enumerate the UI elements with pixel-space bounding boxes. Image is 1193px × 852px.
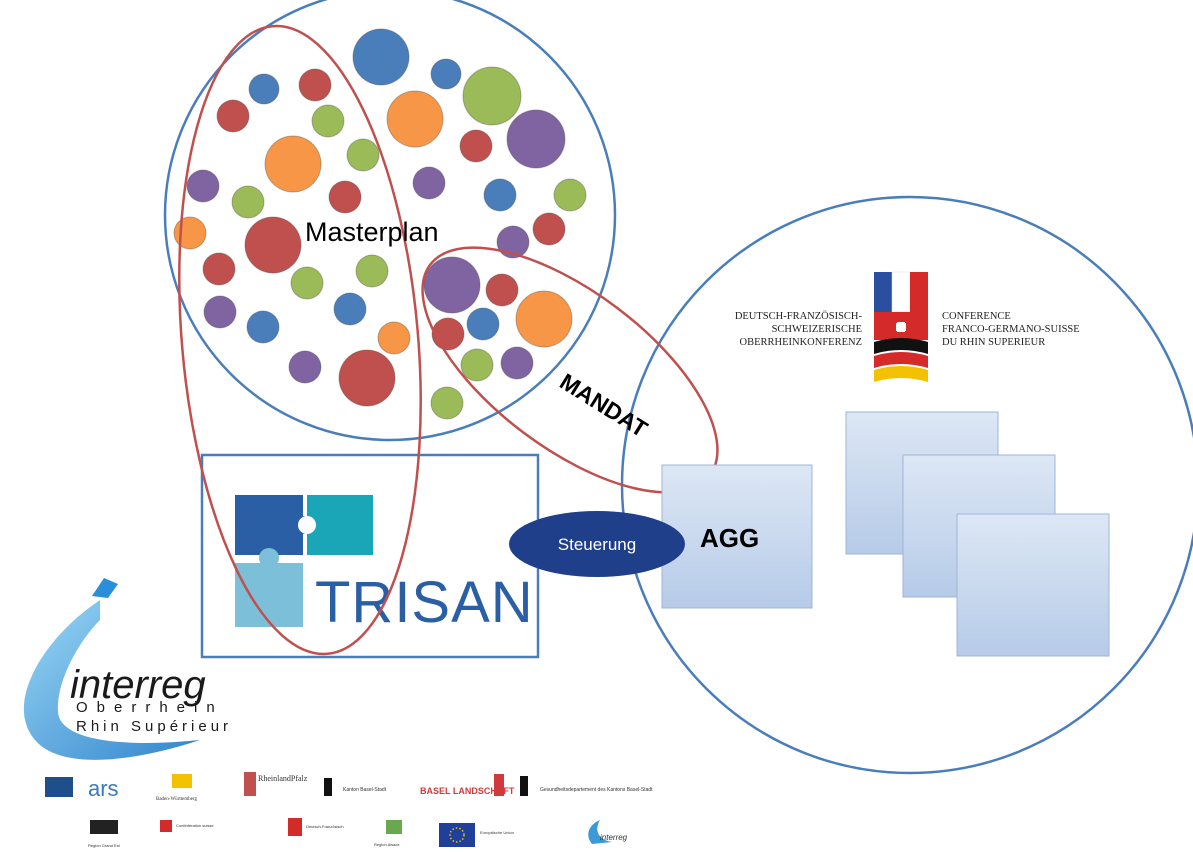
svg-text:Baden-Württemberg: Baden-Württemberg bbox=[156, 797, 198, 802]
masterplan-pool-circle bbox=[163, 0, 617, 442]
bubble bbox=[216, 99, 250, 133]
interreg-line-2: Rhin Supérieur bbox=[76, 718, 232, 735]
bubble bbox=[483, 178, 517, 212]
bubble bbox=[462, 66, 522, 126]
bubble bbox=[460, 348, 494, 382]
svg-text:Confédération suisse: Confédération suisse bbox=[176, 823, 214, 828]
bubble bbox=[248, 73, 280, 105]
conference-fr-line-3: DU RHIN SUPERIEUR bbox=[942, 337, 1045, 348]
bubble bbox=[333, 292, 367, 326]
bubble bbox=[298, 68, 332, 102]
svg-text:BASEL LANDSCHAFT: BASEL LANDSCHAFT bbox=[420, 786, 515, 796]
trisan-wordmark: TRISAN bbox=[315, 570, 534, 635]
partner-logo-dfk: Deutsch-Französisch bbox=[288, 818, 344, 836]
bubble bbox=[500, 346, 534, 380]
bubble bbox=[459, 129, 493, 163]
bubble bbox=[338, 349, 396, 407]
agg-label: AGG bbox=[700, 523, 759, 553]
partner-logo-bl: BASEL LANDSCHAFT bbox=[420, 774, 515, 796]
interreg-line-1: Oberrhein bbox=[76, 699, 224, 716]
svg-text:Kanton Basel-Stadt: Kanton Basel-Stadt bbox=[343, 787, 387, 793]
bubble bbox=[485, 273, 519, 307]
bubble bbox=[430, 58, 462, 90]
bubble bbox=[244, 216, 302, 274]
bubble bbox=[288, 350, 322, 384]
partner-logo-flag-1 bbox=[45, 777, 73, 797]
bubble bbox=[202, 252, 236, 286]
bubble bbox=[311, 104, 345, 138]
bubble bbox=[173, 216, 207, 250]
bubble bbox=[553, 178, 587, 212]
bubble bbox=[355, 254, 389, 288]
bubble-cluster bbox=[173, 28, 587, 420]
bubble bbox=[496, 225, 530, 259]
partner-logos-row-1: ars Baden-Württemberg RheinlandPfalz Kan… bbox=[45, 772, 653, 802]
bubble bbox=[430, 386, 464, 420]
bubble bbox=[328, 180, 362, 214]
bubble bbox=[532, 212, 566, 246]
svg-text:Region Alsace: Region Alsace bbox=[374, 842, 400, 847]
bubble bbox=[423, 256, 481, 314]
svg-text:Deutsch-Französisch: Deutsch-Französisch bbox=[306, 824, 344, 829]
partner-logo-interreg-small: interreg bbox=[588, 820, 628, 844]
partner-logo-grand-est: Région Grand Est bbox=[88, 820, 121, 848]
partner-logo-alsace: Region Alsace bbox=[374, 820, 402, 847]
svg-text:Région Grand Est: Région Grand Est bbox=[88, 843, 121, 848]
partner-logo-rlp: RheinlandPfalz bbox=[244, 772, 308, 796]
bubble bbox=[290, 266, 324, 300]
bubble bbox=[412, 166, 446, 200]
agg-box bbox=[661, 464, 813, 609]
conference-de-line-1: DEUTSCH-FRANZÖSISCH- bbox=[735, 310, 863, 322]
masterplan-ellipse bbox=[178, 24, 422, 656]
conference-de-line-3: OBERRHEINKONFERENZ bbox=[740, 337, 863, 348]
bubble bbox=[515, 290, 573, 348]
partner-logo-gd: Gesundheitsdepartement des Kantons Basel… bbox=[520, 776, 653, 796]
bubble bbox=[431, 317, 465, 351]
steuerung-label: Steuerung bbox=[558, 535, 636, 554]
conference-fr-line-1: CONFERENCE bbox=[942, 311, 1011, 322]
bubble bbox=[264, 135, 322, 193]
conference-flags-icon bbox=[874, 271, 928, 382]
partner-logo-eu: Europäische Union bbox=[439, 823, 514, 847]
partner-logo-bw: Baden-Württemberg bbox=[156, 774, 198, 802]
partner-logo-bs: Kanton Basel-Stadt bbox=[324, 778, 387, 796]
svg-text:RheinlandPfalz: RheinlandPfalz bbox=[258, 774, 308, 783]
bubble bbox=[346, 138, 380, 172]
interreg-logo: interreg Oberrhein Rhin Supérieur bbox=[23, 578, 232, 760]
bubble bbox=[203, 295, 237, 329]
bubble bbox=[377, 321, 411, 355]
working-group-box-3 bbox=[956, 513, 1110, 657]
svg-text:Gesundheitsdepartement des Kan: Gesundheitsdepartement des Kantons Basel… bbox=[540, 787, 653, 793]
steuerung-ellipse bbox=[509, 511, 685, 577]
bubble bbox=[352, 28, 410, 86]
trisan-puzzle-icon bbox=[235, 495, 373, 627]
svg-text:interreg: interreg bbox=[600, 833, 628, 842]
bubble bbox=[231, 185, 265, 219]
svg-text:Europäische Union: Europäische Union bbox=[480, 830, 514, 835]
partner-logo-ch: Confédération suisse bbox=[160, 820, 214, 832]
bubble bbox=[386, 90, 444, 148]
partner-logos-row-2: Région Grand Est Confédération suisse De… bbox=[88, 818, 628, 848]
bubble bbox=[186, 169, 220, 203]
bubble bbox=[466, 307, 500, 341]
mandat-label: MANDAT bbox=[555, 368, 652, 442]
interreg-swoosh-icon bbox=[23, 600, 200, 760]
conference-de-line-2: SCHWEIZERISCHE bbox=[772, 324, 862, 335]
partner-logo-ars: ars bbox=[88, 776, 119, 801]
bubble bbox=[506, 109, 566, 169]
interreg-brand: interreg bbox=[70, 663, 206, 707]
masterplan-label: Masterplan bbox=[305, 217, 439, 247]
conference-fr-line-2: FRANCO-GERMANO-SUISSE bbox=[942, 324, 1080, 335]
bubble bbox=[246, 310, 280, 344]
